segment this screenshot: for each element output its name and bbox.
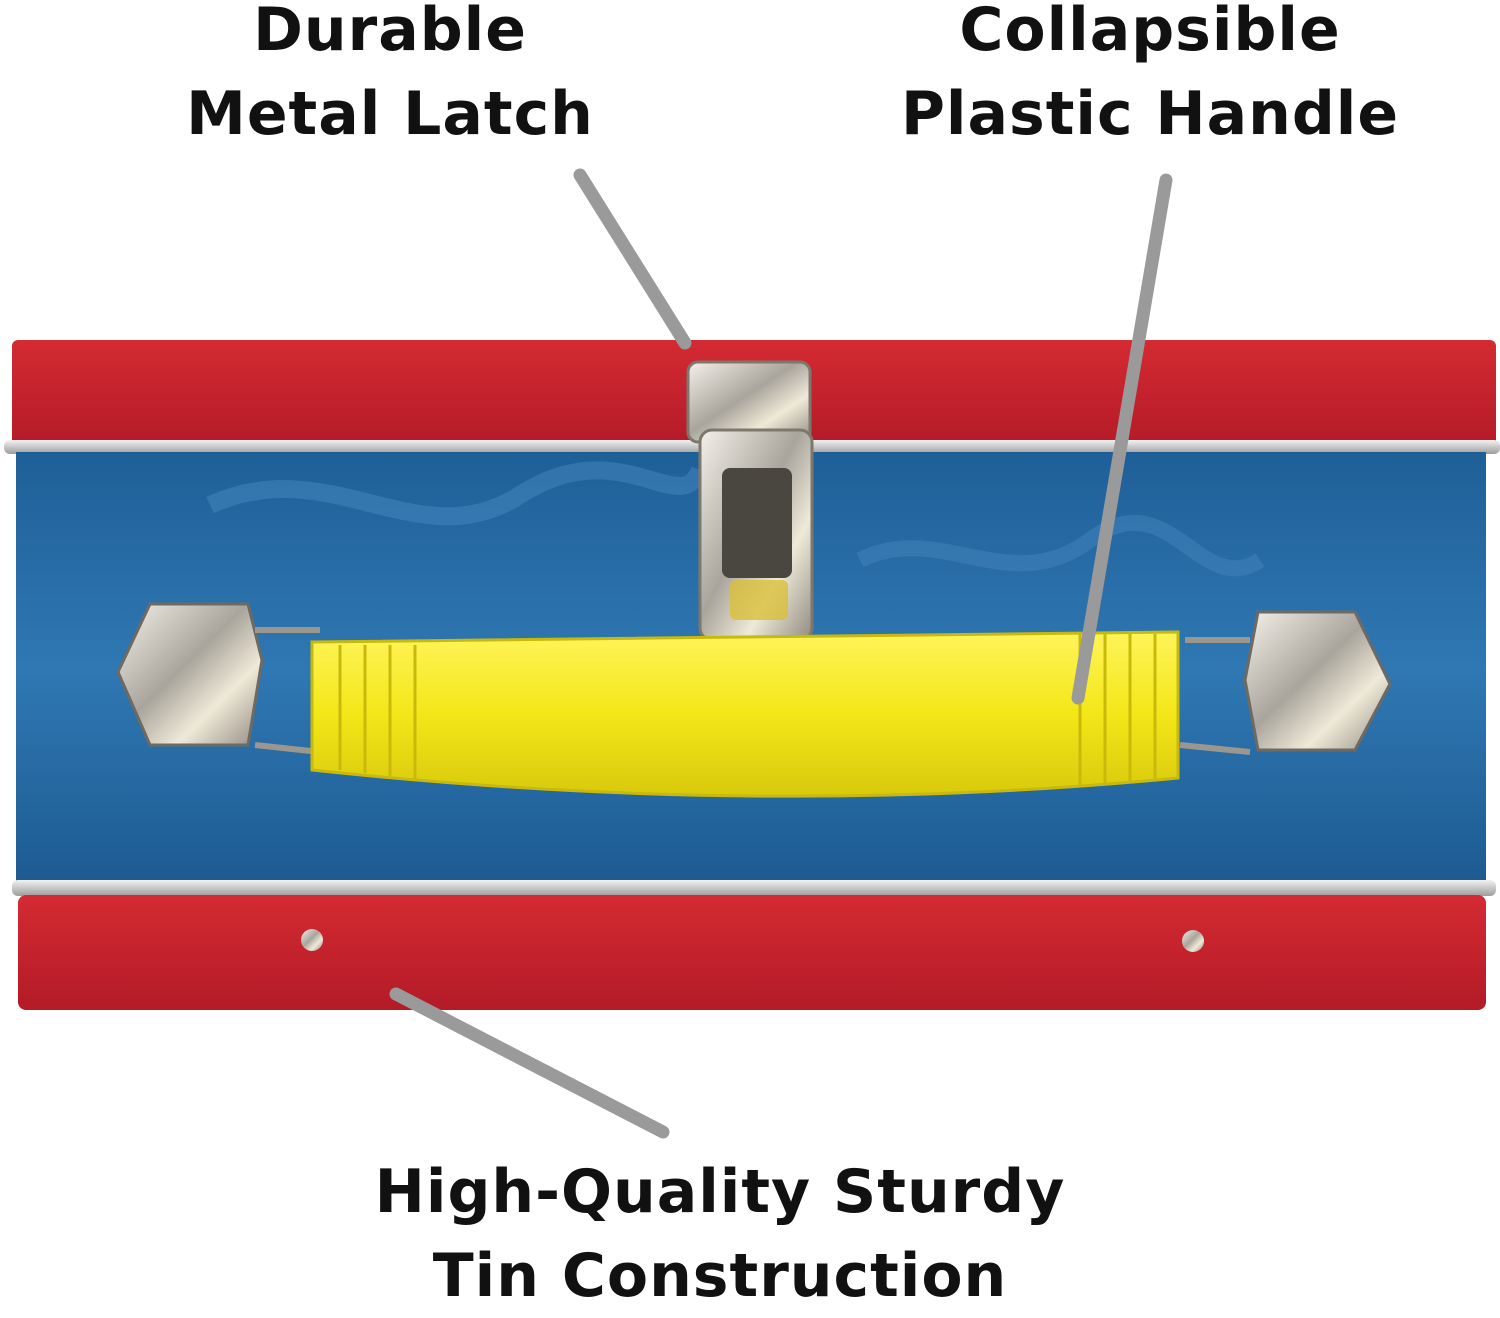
callout-handle: Collapsible Plastic Handle xyxy=(880,0,1420,156)
rivet-left xyxy=(301,929,323,951)
callout-latch: Durable Metal Latch xyxy=(180,0,600,156)
handle-bracket-right xyxy=(1179,610,1392,755)
callout-tin-line1: High-Quality Sturdy xyxy=(374,1157,1066,1227)
callout-latch-line2: Metal Latch xyxy=(186,79,594,149)
pointer-latch xyxy=(573,168,692,350)
pointer-tin xyxy=(389,987,670,1139)
latch xyxy=(686,360,814,642)
rivet-right xyxy=(1182,930,1204,952)
callout-tin: High-Quality Sturdy Tin Construction xyxy=(340,1150,1100,1318)
callout-tin-line2: Tin Construction xyxy=(432,1241,1008,1311)
callout-handle-line2: Plastic Handle xyxy=(900,79,1400,149)
callout-handle-line1: Collapsible xyxy=(959,0,1341,65)
pointer-handle xyxy=(1071,173,1173,705)
plastic-handle xyxy=(310,630,1180,798)
base-band xyxy=(18,895,1486,1010)
handle-bracket-left xyxy=(116,602,321,755)
callout-latch-line1: Durable xyxy=(253,0,527,65)
base-rim xyxy=(12,880,1496,896)
